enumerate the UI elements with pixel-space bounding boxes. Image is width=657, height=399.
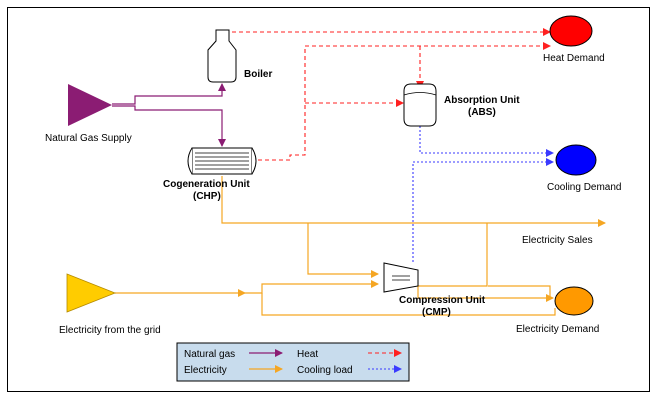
cogeneration-unit-abbr: (CHP) [193,191,221,202]
cooling-demand-node [555,144,597,176]
legend-heat-label: Heat [297,349,318,360]
compression-unit-abbr: (CMP) [422,307,451,318]
chp-to-electricity-demand-branch [418,223,488,287]
natural-gas-supply-icon [68,84,112,126]
legend-natural-gas-label: Natural gas [184,349,235,360]
compression-unit-icon [383,262,419,293]
chp-to-heat-demand-line [258,42,551,161]
cooling-demand-label: Cooling Demand [547,182,622,193]
electricity-grid-icon [66,273,117,313]
absorption-unit-icon [403,83,437,127]
electricity-sales-label: Electricity Sales [522,235,593,246]
heat-demand-label: Heat Demand [543,53,605,64]
electricity-grid-label: Electricity from the grid [59,325,161,336]
boiler-label: Boiler [244,69,272,80]
natural-gas-supply-label: Natural Gas Supply [45,133,132,144]
compression-to-cooling-line [412,158,554,262]
electricity-demand-node [554,286,594,316]
gas-to-boiler-line [112,83,226,105]
chp-to-compression-line [307,223,379,278]
boiler-icon [207,29,237,83]
absorption-unit-label: Absorption Unit [444,95,520,106]
cogeneration-unit-label: Cogeneration Unit [163,179,250,190]
cogeneration-unit-icon [187,147,257,175]
grid-to-demand-line [261,293,556,316]
legend-box [176,342,410,382]
absorption-to-cooling-line [419,126,554,157]
legend-cooling-load-label: Cooling load [297,365,353,376]
absorption-unit-top-line [403,92,437,96]
chp-to-sales-line [221,176,606,227]
grid-to-compression-line [245,280,379,294]
gas-to-chp-line [112,105,226,147]
legend-electricity-label: Electricity [184,365,227,376]
compression-to-electricity-demand-line [417,286,554,302]
absorption-unit-abbr: (ABS) [468,107,496,118]
electricity-demand-label: Electricity Demand [516,324,599,335]
compression-unit-label: Compression Unit [399,295,486,306]
electricity-flows [115,176,606,316]
legend: Natural gas Heat Electricity Cooling loa… [176,342,410,382]
cooling-flows [412,126,554,262]
diagram-frame [7,7,650,392]
natural-gas-flows [112,83,226,147]
heat-demand-node [549,15,593,47]
